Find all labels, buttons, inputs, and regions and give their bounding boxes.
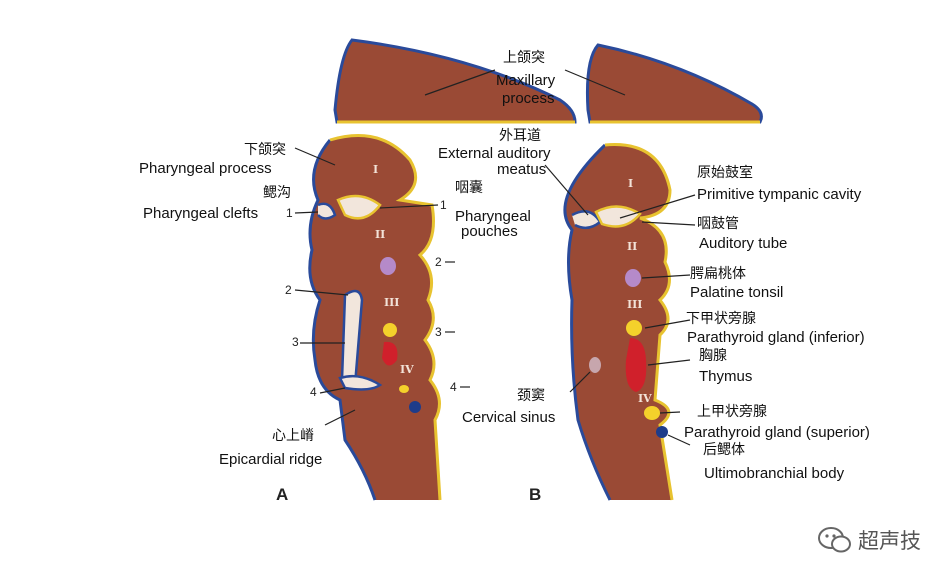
label-maxillary-en1: Maxillary (496, 72, 556, 89)
inner-contour-b (604, 143, 674, 501)
outer-contour-a (308, 139, 377, 501)
label-cervical-sinus-en: Cervical sinus (462, 409, 556, 426)
cleft-number-4: 4 (310, 385, 317, 399)
pouch-number-4: 4 (450, 380, 457, 394)
thymus-a (382, 341, 398, 366)
label-pouches-cn: 咽囊 (455, 180, 483, 196)
label-auditory-tube-en: Auditory tube (699, 235, 788, 252)
label-parathyroid-sup-cn: 上甲状旁腺 (697, 404, 767, 420)
outer-contour-b (563, 143, 612, 501)
label-pouches-en1: Pharyngeal (455, 208, 531, 225)
arch-b-1: I (628, 177, 634, 190)
arch-a-3: III (384, 296, 400, 309)
label-ext-auditory-cn: 外耳道 (499, 128, 541, 144)
label-tympanic-cn: 原始鼓室 (697, 165, 753, 181)
arch-b-4: IV (638, 392, 652, 405)
label-palatine-cn: 腭扁桃体 (690, 266, 746, 282)
inner-contour-a (329, 134, 442, 501)
cleft-number-1: 1 (286, 206, 293, 220)
pouch-number-2: 2 (435, 255, 442, 269)
arch-a-2: II (375, 228, 386, 241)
thymus-b (625, 338, 647, 392)
ultimobranchial-b (656, 426, 668, 438)
label-clefts-cn: 鳃沟 (263, 185, 291, 201)
palatine-tonsil-b (625, 269, 641, 287)
label-palatine-en: Palatine tonsil (690, 284, 784, 301)
label-ultimobranchial-en: Ultimobranchial body (704, 465, 845, 482)
cleft-number-3: 3 (292, 335, 299, 349)
maxillary-process-b (585, 43, 763, 124)
label-ext-auditory-en1: External auditory (438, 145, 551, 162)
tympanic-cavity-b (594, 205, 642, 228)
label-clefts-en: Pharyngeal clefts (143, 205, 259, 222)
label-pharyngeal-process-en: Pharyngeal process (139, 160, 272, 177)
cleft-1-a (317, 202, 337, 220)
label-pouches-en2: pouches (461, 223, 518, 240)
pouch-number-3: 3 (435, 325, 442, 339)
parathyroid-sup-b (644, 406, 660, 420)
label-parathyroid-inf-en: Parathyroid gland (inferior) (687, 329, 865, 346)
label-cervical-sinus-cn: 颈窦 (517, 388, 545, 404)
ultimobranchial-a (409, 401, 421, 413)
label-parathyroid-inf-cn: 下甲状旁腺 (686, 311, 756, 327)
label-parathyroid-sup-en: Parathyroid gland (superior) (684, 424, 870, 441)
parathyroid-inf-a (383, 323, 397, 337)
label-auditory-tube-cn: 咽鼓管 (697, 216, 739, 232)
wechat-icon (818, 527, 851, 553)
label-epicardial-cn: 心上嵴 (272, 428, 314, 444)
pouch-number-1: 1 (440, 198, 447, 212)
cervical-sinus-b (589, 357, 601, 373)
label-maxillary-en2: process (502, 90, 555, 107)
label-ultimobranchial-cn: 后鳃体 (703, 442, 745, 458)
panel-label-b: B (529, 485, 542, 504)
arch-b-2: II (627, 240, 638, 253)
embryo-body-b (564, 144, 672, 500)
parathyroid-inf-b (626, 320, 642, 336)
label-pharyngeal-process-cn: 下颌突 (244, 142, 286, 158)
panel-label-a: A (276, 485, 289, 504)
maxillary-process-a (333, 38, 577, 124)
arch-a-4: IV (400, 363, 414, 376)
cleft-4-a (338, 374, 383, 391)
label-thymus-cn: 胸腺 (699, 348, 727, 364)
label-tympanic-en: Primitive tympanic cavity (697, 186, 862, 203)
watermark-text: 超声技 (858, 529, 921, 553)
label-thymus-en: Thymus (699, 368, 753, 385)
arch-a-1: I (373, 163, 379, 176)
label-maxillary-cn: 上颌突 (503, 50, 545, 66)
cleft-number-2: 2 (285, 283, 292, 297)
embryo-body-a (309, 135, 440, 500)
arch-b-3: III (627, 298, 643, 311)
pouch-1-a (336, 194, 382, 220)
label-epicardial-en: Epicardial ridge (219, 451, 323, 468)
leader-lines (294, 69, 696, 446)
palatine-tonsil-a (380, 257, 396, 275)
parathyroid-sup-a (399, 385, 409, 393)
label-ext-auditory-en2: meatus (497, 161, 547, 178)
